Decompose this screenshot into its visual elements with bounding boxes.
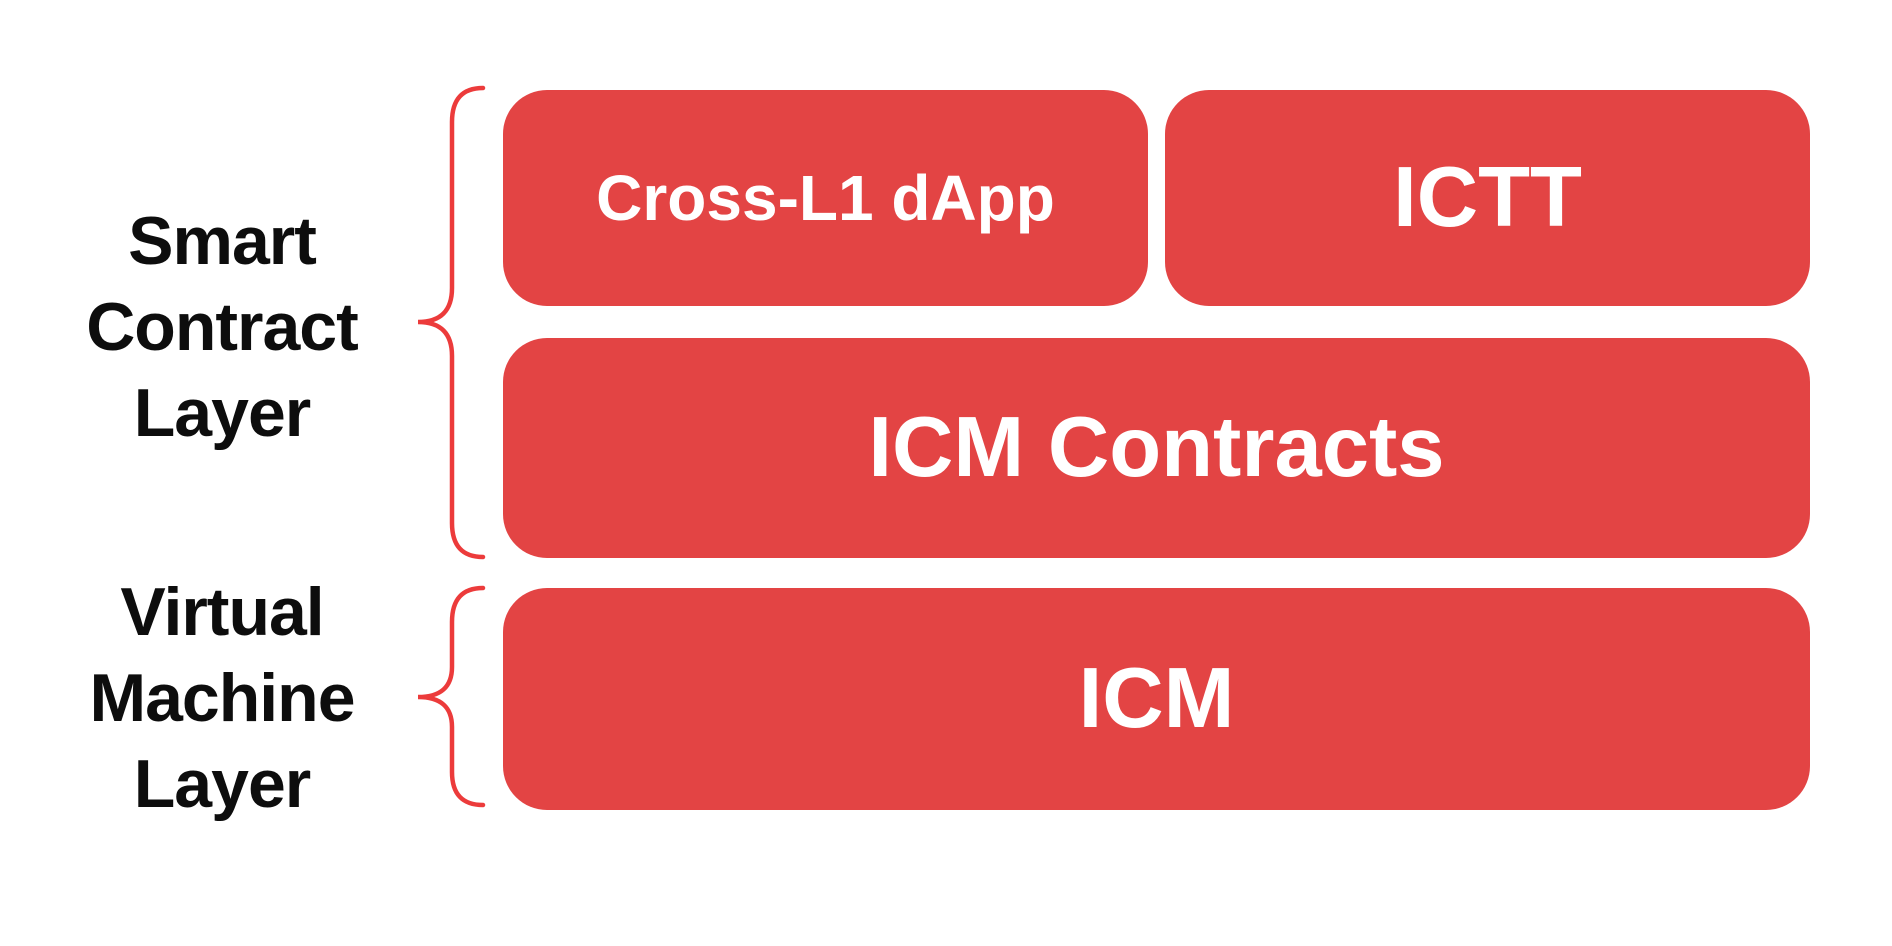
icm-contracts-box: ICM Contracts xyxy=(503,338,1810,558)
label-line-virtual: Virtual xyxy=(120,574,324,650)
cross-l1-dapp-box-label: Cross-L1 dApp xyxy=(596,162,1055,234)
icm-contracts-box-label: ICM Contracts xyxy=(868,400,1445,495)
cross-l1-dapp-box: Cross-L1 dApp xyxy=(503,90,1148,306)
label-line-layer: Layer xyxy=(133,375,311,451)
label-line-machine: Machine xyxy=(89,660,355,736)
label-line-smart: Smart xyxy=(128,203,317,279)
icm-box: ICM xyxy=(503,588,1810,810)
smart-contract-layer-label: Smart Contract Layer xyxy=(42,198,402,456)
label-line-layer: Layer xyxy=(133,746,311,822)
smart-contract-brace-icon xyxy=(417,85,486,560)
virtual-machine-brace-icon xyxy=(417,585,486,808)
label-line-contract: Contract xyxy=(86,289,359,365)
ictt-box: ICTT xyxy=(1165,90,1810,306)
icm-box-label: ICM xyxy=(1078,651,1235,746)
ictt-box-label: ICTT xyxy=(1393,150,1582,245)
virtual-machine-layer-label: Virtual Machine Layer xyxy=(42,569,402,827)
